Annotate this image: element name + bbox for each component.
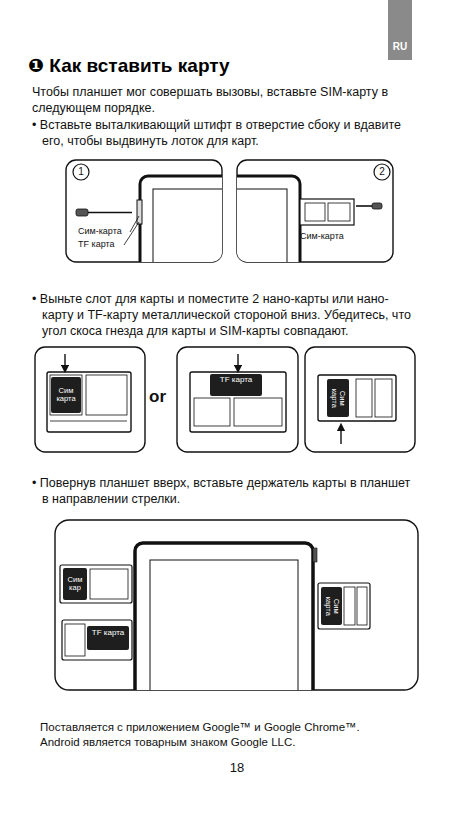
drawing-part [60,565,132,603]
drawing-part [318,375,396,421]
drawing-part [50,421,127,422]
drawing-part [305,203,325,221]
part-label: Сим-карта [300,231,370,243]
or-label: or [149,386,175,408]
card-text: Сим карта [330,387,347,409]
sim-card: Сим кар [63,568,87,600]
drawing-part [135,543,313,690]
drawing-part [137,200,142,224]
drawing-part [50,375,82,415]
drawing-part [150,560,298,690]
drawing-part [356,379,372,417]
drawing-part [313,548,317,562]
step-two-panel [200,160,393,279]
drawing-part [137,176,222,262]
step-text: • Повернув планшет вверх, вставьте держа… [32,475,414,507]
tf-tray-panel [177,347,298,452]
drawing-part [305,347,415,452]
drawing-part [357,587,367,625]
drawing-part [375,379,392,417]
drawing-part [372,203,382,209]
drawing-part [356,205,372,207]
drawing-part [76,209,88,216]
part-label: Сим-карта [78,226,130,238]
footer-note: Поставляется с приложением Google™ и Goo… [40,720,370,749]
sim-card: Сим карта [51,377,81,413]
step-text: • Вставьте выталкивающий штифт в отверст… [32,117,414,149]
card-text: TF карта [220,376,252,385]
drawing-part [124,222,139,245]
drawing-part [194,398,230,426]
sim-card: Сим карта [327,379,349,417]
drawing-part [73,164,89,180]
drawing-part [237,354,238,369]
insert-tray-panel [55,520,418,713]
drawing-part [340,427,341,444]
page-number: 18 [217,760,257,777]
page-title: ❶ Как вставить карту [28,54,230,77]
sim-tray-panel [35,347,145,452]
drawing-part [318,583,370,629]
sim-card: Сим карта [321,587,342,625]
drawing-part [344,587,355,625]
drawing-part [47,372,131,432]
drawing-part [62,620,132,660]
drawing-part [190,372,286,432]
part-label: TF карта [78,239,130,251]
callout-number: 2 [376,165,388,179]
drawing-part [237,176,300,262]
intro-text: Чтобы планшет мог совершать вызовы, вста… [32,84,404,116]
callout-number: 1 [75,165,87,179]
tf-card: TF карта [87,626,129,650]
language-tab: RU [388,0,412,60]
drawing-part [234,398,282,426]
tf-card: TF карта [210,374,262,396]
card-text: TF карта [92,629,124,638]
drawing-part [135,543,317,690]
card-text: RU [393,41,407,52]
drawing-part [64,354,65,369]
drawing-part [35,347,145,452]
step-text: • Выньте слот для карты и поместите 2 на… [32,291,414,339]
card-text: Сим кар [64,576,86,593]
drawing-part [237,189,287,262]
drawing-part [300,199,354,225]
drawing-part [328,203,350,221]
drawing-part [90,569,128,599]
drawing-part [374,164,390,180]
tray-flip-panel [305,347,415,452]
drawing-part [177,347,298,452]
drawing-part [88,212,132,214]
drawing-part [65,624,85,656]
drawing-part [153,189,222,262]
card-text: Сим карта [52,387,80,404]
step-one-panel [66,160,240,279]
drawing-part [86,375,127,415]
card-text: Сим карта [323,595,340,616]
